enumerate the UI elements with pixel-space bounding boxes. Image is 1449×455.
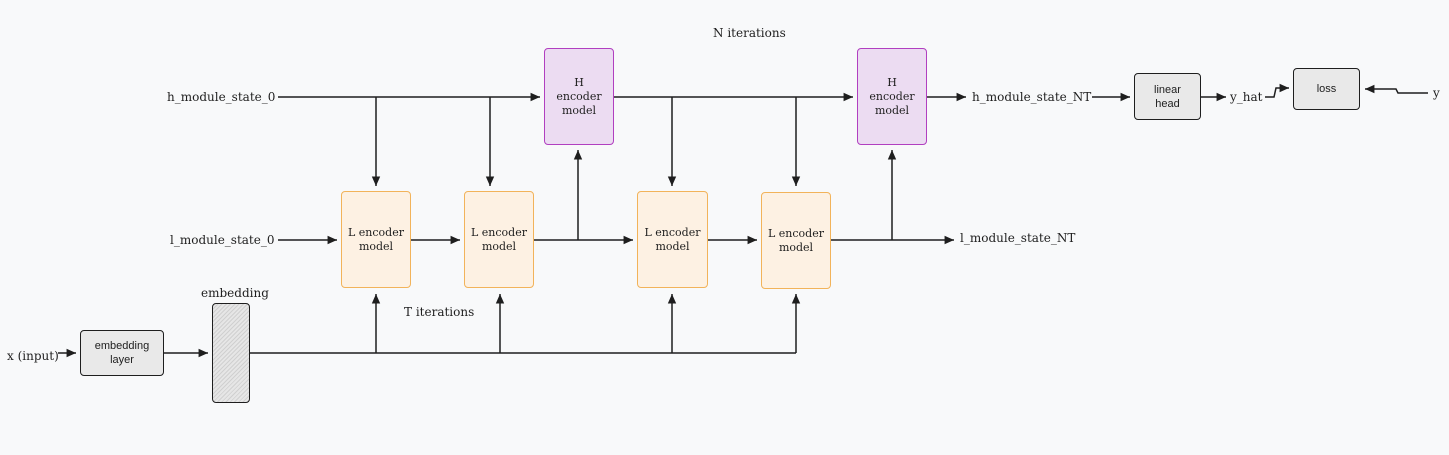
wire-y-to-loss (1365, 84, 1428, 94)
l-encoder-1-text: L encoder model (348, 225, 404, 253)
h-encoder-model-2: H encoder model (857, 48, 927, 145)
l-encoder-4-text: L encoder model (768, 226, 824, 254)
l-encoder-2-text: L encoder model (471, 225, 527, 253)
loss-text: loss (1316, 83, 1337, 95)
y-hat-label: y_hat (1230, 90, 1263, 104)
h-module-state-0-label: h_module_state_0 (167, 90, 276, 104)
l-encoder-model-4: L encoder model (761, 192, 831, 289)
loss-box: loss (1293, 68, 1360, 110)
h-encoder-2-text: H encoder model (869, 75, 915, 117)
embedding-layer-text: embedding layer (94, 340, 150, 366)
l-module-state-0-label: l_module_state_0 (170, 233, 275, 247)
linear-head-text: linear head (1154, 83, 1181, 110)
y-label: y (1433, 86, 1440, 100)
wire-y-hat-to-loss (1265, 83, 1289, 98)
l-encoder-model-2: L encoder model (464, 191, 534, 288)
embedding-label: embedding (201, 286, 269, 300)
l-encoder-model-3: L encoder model (637, 191, 708, 288)
l-module-state-nt-label: l_module_state_NT (960, 231, 1076, 245)
embedding-block (212, 303, 250, 403)
n-iterations-label: N iterations (713, 26, 786, 40)
linear-head-box: linear head (1134, 73, 1201, 120)
h-encoder-model-1: H encoder model (544, 48, 614, 145)
l-encoder-model-1: L encoder model (341, 191, 411, 288)
embedding-layer-box: embedding layer (80, 330, 164, 376)
t-iterations-label: T iterations (404, 305, 475, 319)
l-encoder-3-text: L encoder model (644, 225, 701, 253)
x-input-label: x (input) (7, 349, 59, 363)
h-encoder-1-text: H encoder model (556, 75, 602, 117)
h-module-state-nt-label: h_module_state_NT (972, 90, 1092, 104)
